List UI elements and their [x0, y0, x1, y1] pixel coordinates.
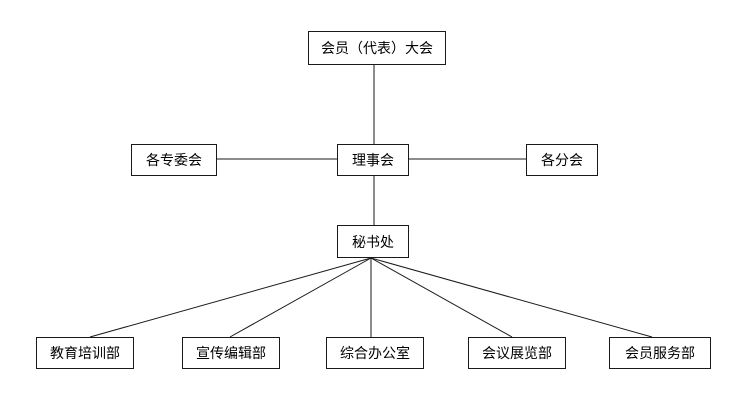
- connector-secretariat-dept-2: [229, 257, 372, 338]
- branches-node: 各分会: [526, 144, 598, 176]
- committees-node: 各专委会: [131, 144, 217, 176]
- connector-secretariat-dept-1: [89, 257, 372, 338]
- department-conference-exhibition: 会议展览部: [468, 337, 566, 369]
- assembly-node: 会员（代表）大会: [308, 31, 446, 65]
- connector-secretariat-dept-4: [370, 257, 513, 338]
- department-publicity-editing: 宣传编辑部: [182, 337, 280, 369]
- department-general-office: 综合办公室: [326, 337, 424, 369]
- department-member-services: 会员服务部: [609, 337, 711, 369]
- council-node: 理事会: [337, 144, 409, 176]
- connector-secretariat-dept-5: [370, 257, 653, 338]
- department-education-training: 教育培训部: [36, 337, 134, 369]
- secretariat-node: 秘书处: [337, 225, 409, 258]
